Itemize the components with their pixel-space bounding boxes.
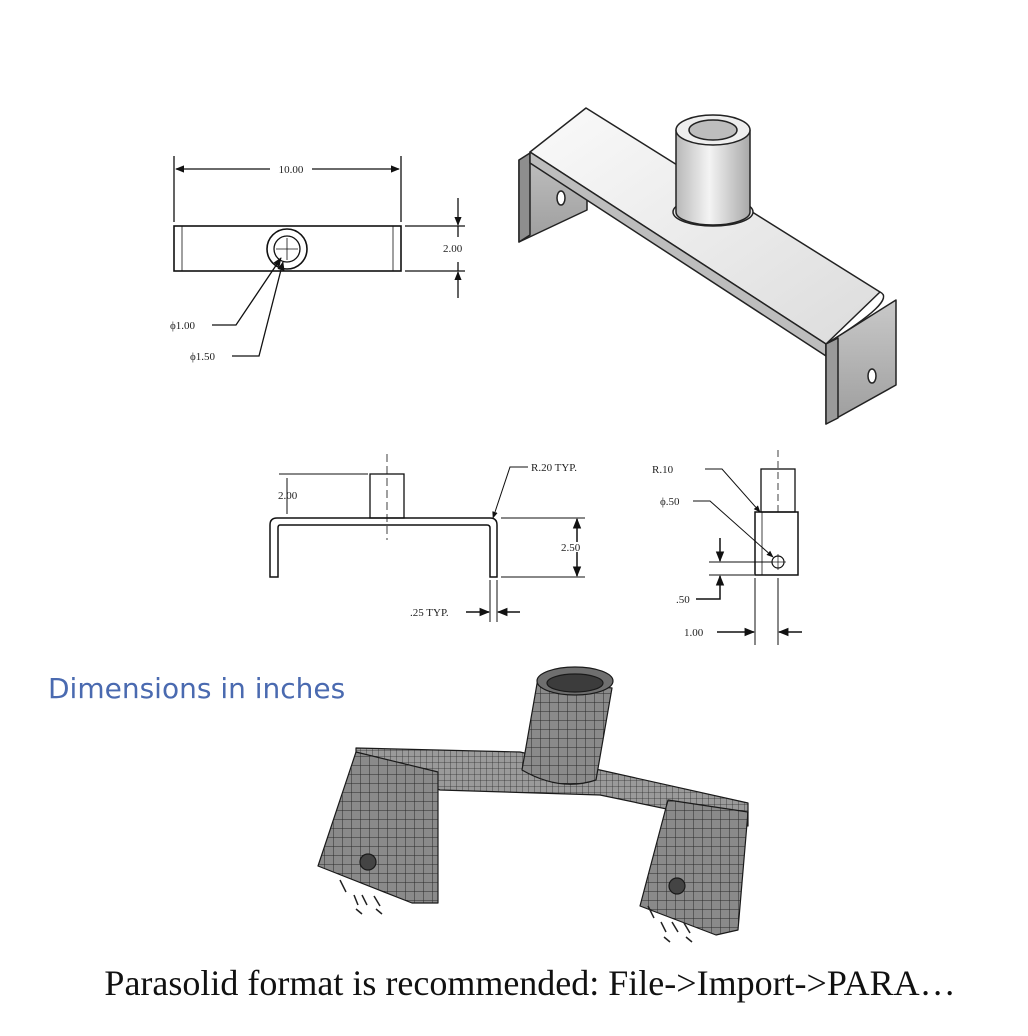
thickness-label: .25 TYP. — [410, 607, 449, 619]
mesh-right-leg — [639, 799, 749, 936]
top-view — [173, 156, 465, 357]
tube-inner-circle — [273, 235, 301, 263]
iso-right-hole — [867, 368, 877, 384]
mesh-constraint-arrows — [339, 879, 693, 943]
inner-diameter-label: ϕ1.00 — [170, 320, 196, 332]
dimensions-caption: Dimensions in inches — [48, 672, 346, 705]
iso-right-leg-front — [825, 337, 839, 425]
top-view-plate — [173, 225, 402, 272]
side-view-hole-offset-label: .50 — [676, 594, 690, 606]
side-view — [693, 450, 802, 645]
tube-outer-circle — [266, 228, 308, 270]
mesh-view — [317, 666, 749, 936]
front-view-tube-height-label: 2.00 — [278, 490, 298, 502]
iso-left-leg-edge — [518, 152, 531, 243]
top-view-width-label: 2.00 — [443, 243, 463, 255]
iso-left-hole — [556, 190, 566, 206]
iso-tube-bore — [688, 119, 738, 141]
import-instruction: Parasolid format is recommended: File->I… — [104, 963, 956, 1003]
side-view-radius-label: R.10 — [652, 464, 674, 476]
front-view — [269, 454, 585, 622]
isometric-view — [518, 107, 897, 425]
top-view-length-label: 10.00 — [279, 164, 304, 176]
mesh-tube — [521, 677, 613, 785]
outer-diameter-label: ϕ1.50 — [190, 351, 216, 363]
side-view-width-label: 1.00 — [684, 627, 704, 639]
bend-radius-label: R.20 TYP. — [531, 462, 577, 474]
side-view-hole-diameter-label: ϕ.50 — [660, 496, 680, 508]
leg-height-label: 2.50 — [561, 542, 581, 554]
front-view-profile — [269, 517, 498, 578]
iso-tube-body — [675, 129, 751, 226]
mesh-left-hole — [359, 853, 377, 871]
mesh-left-leg — [317, 751, 439, 904]
mesh-right-hole — [668, 877, 686, 895]
side-view-leg — [754, 511, 799, 576]
